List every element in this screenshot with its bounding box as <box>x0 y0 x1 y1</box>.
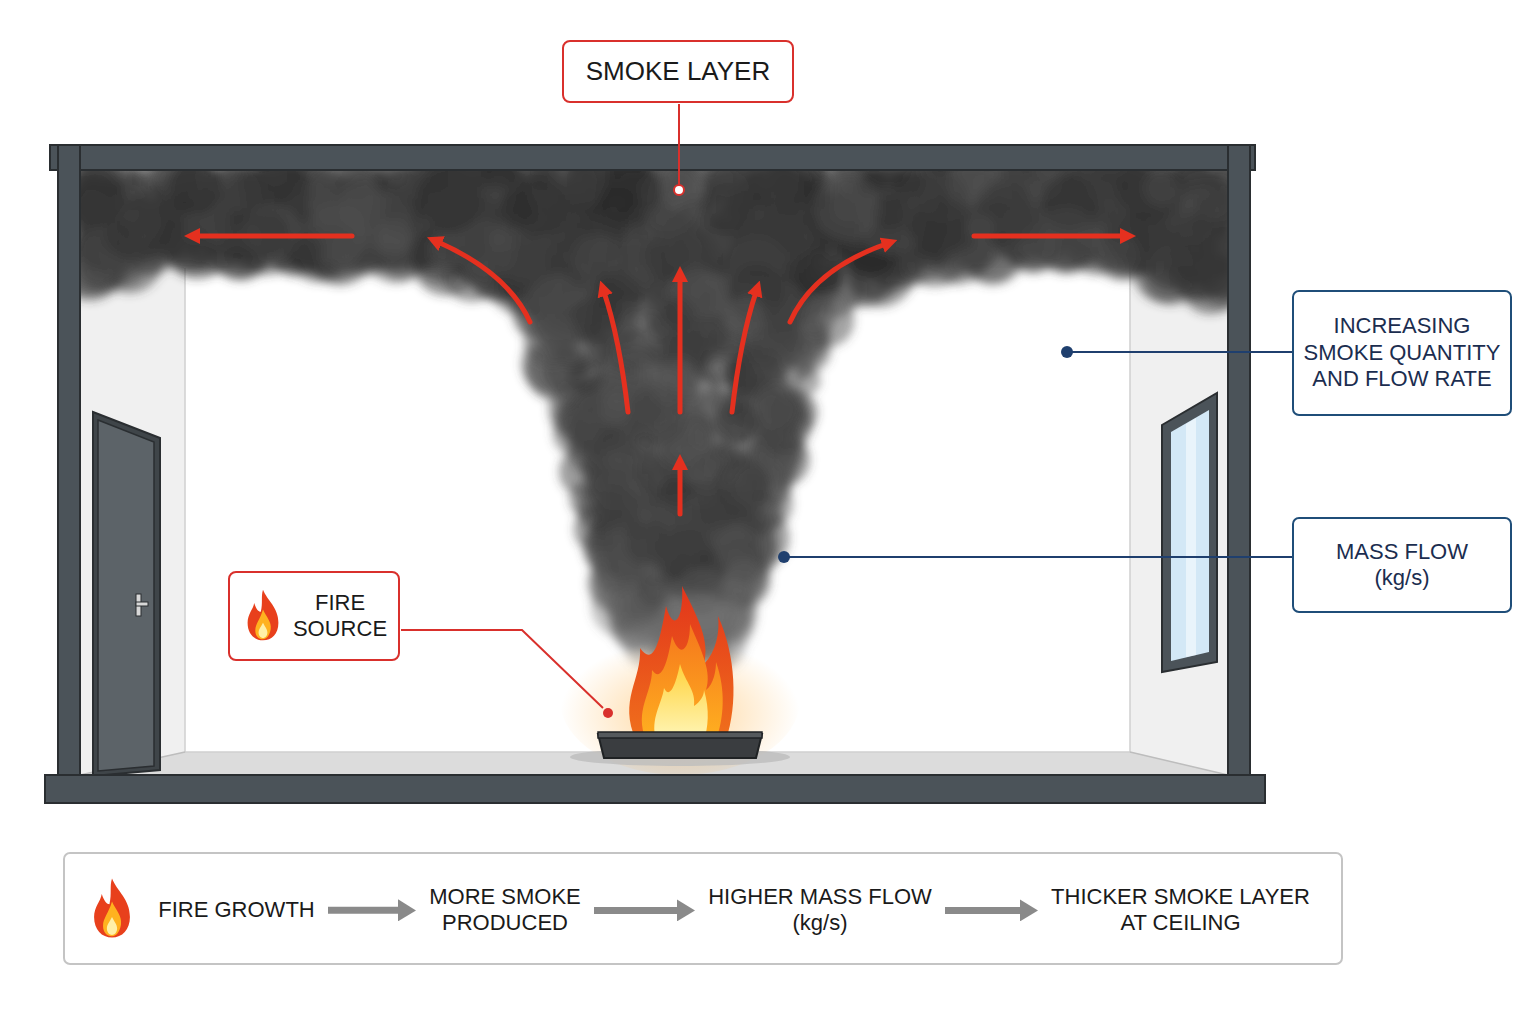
smoke-puff <box>731 468 760 497</box>
smoke-flow-arrows-part <box>974 234 1124 239</box>
smoke-flow-arrows-part <box>678 278 683 412</box>
door-part <box>98 420 154 771</box>
smoke-puff <box>653 410 710 467</box>
smoke-puff <box>285 234 321 270</box>
flames-part <box>642 624 723 740</box>
smoke-puff <box>569 360 603 394</box>
smoke-puff <box>1144 170 1181 207</box>
smoke-puff <box>679 285 714 320</box>
node-text: THICKER SMOKE LAYER AT CEILING <box>1050 884 1311 937</box>
node-text: FIRE SOURCE <box>288 590 392 643</box>
callout-box: INCREASING SMOKE QUANTITY AND FLOW RATE <box>1292 290 1512 416</box>
smoke-puff <box>716 401 758 443</box>
door-part <box>93 412 160 776</box>
smoke-flow-arrows-part <box>438 242 530 322</box>
node-text: FIRE GROWTH <box>157 897 316 923</box>
callout-box: FIRE SOURCE <box>228 571 400 661</box>
leader-lines-part <box>674 185 684 195</box>
smoke-puff <box>661 476 691 506</box>
fire-icon <box>94 879 130 938</box>
leader-lines-part <box>789 556 1294 558</box>
process-panel <box>64 853 1342 964</box>
building-structure-part <box>50 145 1255 170</box>
smoke-puff <box>225 172 264 211</box>
smoke-puff <box>169 170 222 214</box>
leader-lines-part <box>603 708 613 718</box>
flow-arrow <box>945 907 1020 914</box>
callout-box: SMOKE LAYER <box>562 40 794 103</box>
smoke-puff <box>378 221 412 255</box>
smoke-puff <box>919 174 969 224</box>
flow-arrow <box>328 907 398 914</box>
room-interior-part <box>185 268 1130 752</box>
building-structure-part <box>45 775 1265 803</box>
smoke-puff <box>1117 170 1183 222</box>
leader-lines <box>401 104 1294 718</box>
smoke-puff <box>714 524 762 572</box>
smoke-puff <box>188 236 216 264</box>
flames-part <box>629 586 733 740</box>
smoke-puff <box>482 170 516 190</box>
smoke-puff <box>692 337 740 385</box>
building-structure <box>45 145 1265 803</box>
room-interior-part <box>80 170 1228 775</box>
leader-lines-part <box>678 104 680 185</box>
smoke-cloud <box>80 170 1228 680</box>
flames-part <box>654 664 707 740</box>
smoke-puff <box>1103 237 1140 274</box>
leader-lines-part <box>1072 351 1294 353</box>
node-text: HIGHER MASS FLOW (kg/s) <box>707 884 933 937</box>
smoke-flow-arrows-part <box>196 234 352 239</box>
smoke-puff <box>813 174 881 242</box>
fire-tray <box>598 732 762 758</box>
smoke-puff <box>754 381 801 428</box>
node-text: MORE SMOKE PRODUCED <box>428 884 582 937</box>
flames <box>629 586 733 740</box>
node-text: SMOKE LAYER <box>586 56 770 87</box>
smoke-flow-arrows <box>196 236 1124 514</box>
leader-lines-part <box>1061 346 1073 358</box>
process-step: HIGHER MASS FLOW (kg/s) <box>701 882 939 939</box>
smoke-flow-arrows-part <box>790 244 886 322</box>
smoke-flow-arrows-part <box>732 292 756 412</box>
fire-tray-part <box>598 732 762 738</box>
window-part <box>1186 418 1196 657</box>
flow-arrow <box>594 907 677 914</box>
smoke-puff <box>541 319 584 362</box>
process-step: MORE SMOKE PRODUCED <box>422 882 588 939</box>
door-part <box>136 602 148 606</box>
window <box>1162 393 1217 672</box>
smoke-puff <box>508 178 568 238</box>
leader-lines-part <box>401 630 603 708</box>
smoke-puff <box>704 170 768 214</box>
smoke-puff <box>592 485 638 531</box>
process-step: FIRE GROWTH <box>151 895 322 925</box>
window-part <box>1171 410 1209 661</box>
node-text: MASS FLOW (kg/s) <box>1327 539 1477 592</box>
smoke-flow-arrows-part <box>678 466 683 514</box>
smoke-puff <box>1168 237 1228 301</box>
node-text: INCREASING SMOKE QUANTITY AND FLOW RATE <box>1302 313 1502 392</box>
room-interior-part <box>1130 752 1228 775</box>
smoke-puff <box>643 205 676 238</box>
building-structure-part <box>58 145 80 777</box>
door <box>93 412 160 776</box>
smoke-puff <box>306 170 377 230</box>
window-part <box>1162 393 1217 672</box>
smoke-flow-arrows-part <box>604 292 628 412</box>
leader-lines-part <box>778 551 790 563</box>
process-panel-part <box>64 853 1342 964</box>
fire-icon <box>248 590 279 641</box>
callout-box: MASS FLOW (kg/s) <box>1292 517 1512 613</box>
room-interior <box>80 170 1228 775</box>
process-step: THICKER SMOKE LAYER AT CEILING <box>1044 882 1317 939</box>
building-structure-part <box>1228 145 1250 777</box>
smoke-puff <box>105 196 171 262</box>
